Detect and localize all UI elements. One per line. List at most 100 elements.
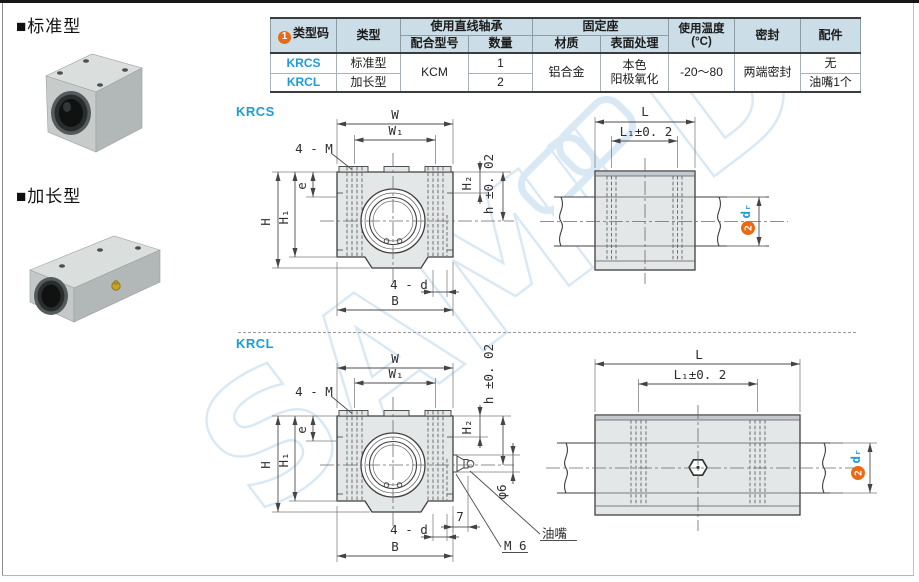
krcs-side-shaft xyxy=(554,196,769,247)
krcs-front-dimensions: W W₁ 4 - M e H₁ H H₂ h ±0. 02 4 - d B xyxy=(258,107,511,316)
krcl-grease-nipple xyxy=(452,454,475,473)
krcl-front-view: W W₁ 4 - M e H₁ H H₂ h ±0. 02 φ6 7 4 - d… xyxy=(258,344,577,562)
krcs-bolt-hole-lines xyxy=(346,167,448,256)
krcs-centerlines xyxy=(320,153,514,283)
dim-l-label: L xyxy=(641,104,649,119)
dim-4m-label: 4 - M xyxy=(295,384,333,399)
dim-b-label: B xyxy=(391,293,399,308)
hex-grease-port xyxy=(688,458,708,477)
page-right-border xyxy=(913,3,914,576)
krcs-side-view: L L₁±0. 2 2 dᵣ xyxy=(540,104,788,284)
krcs-front-view: W W₁ 4 - M e H₁ H H₂ h ±0. 02 4 - d B xyxy=(258,107,514,316)
dr-badge-number: 2 xyxy=(854,470,865,476)
dim-h2-label: H₂ xyxy=(459,419,474,434)
cell-surface-line2: 阳极氧化 xyxy=(610,71,659,86)
dim-e-label: e xyxy=(294,426,309,434)
section-separator xyxy=(238,332,856,333)
dim-h-label: H xyxy=(258,218,273,226)
krcs-side-dimensions: L L₁±0. 2 2 dᵣ xyxy=(594,104,766,247)
extended-type-heading: ■加长型 xyxy=(16,187,82,206)
dim-l1-label: L₁±0. 2 xyxy=(620,124,673,139)
header-type: 类型 xyxy=(336,17,401,54)
table-row-krcs: KRCS 标准型 KCM 1 铝合金 本色 阳极氧化 -20～80 两端密封 无 xyxy=(270,52,862,93)
krcl-side-shaft xyxy=(557,442,843,494)
cell-krcl-qty: 2 xyxy=(467,72,534,93)
cell-shared-material: 铝合金 xyxy=(532,52,602,93)
watermark-logo xyxy=(517,95,637,215)
krcl-bore xyxy=(360,432,426,498)
header-bearing-qty: 数量 xyxy=(467,34,534,54)
krcl-side-view: L L₁±0. 2 2 dᵣ xyxy=(546,347,877,531)
dim-l1-label: L₁±0. 2 xyxy=(674,367,727,382)
krcl-side-block xyxy=(594,414,801,516)
cell-krcs-code: KRCS xyxy=(270,52,337,74)
cell-krcl-type: 加长型 xyxy=(336,72,401,93)
cell-krcl-accessory: 油嘴1个 xyxy=(800,72,862,93)
krcs-side-block xyxy=(594,170,696,271)
page-top-border xyxy=(0,0,919,3)
header-surface: 表面处理 xyxy=(600,34,670,54)
header-bearing-group: 使用直线轴承 xyxy=(399,17,534,36)
standard-block-illustration xyxy=(45,53,143,153)
krcl-side-centerlines xyxy=(546,405,860,531)
krcl-front-dimensions: W W₁ 4 - M e H₁ H H₂ h ±0. 02 φ6 7 4 - d… xyxy=(258,344,577,562)
grease-nipple-label: 油嘴 xyxy=(542,527,568,541)
dim-7-label: 7 xyxy=(456,509,464,524)
krcl-front-block xyxy=(336,410,454,513)
page-bottom-border xyxy=(2,575,914,576)
dim-h1-label: H₁ xyxy=(276,452,291,467)
dim-h-label: H xyxy=(258,461,273,469)
header-temperature-line2: (°C) xyxy=(691,35,712,48)
table-row-krcl: KRCL 加长型 2 油嘴1个 xyxy=(270,72,862,93)
dim-4d-label: 4 - d xyxy=(390,277,428,292)
dim-htol-label: h ±0. 02 xyxy=(481,154,496,214)
header-material: 材质 xyxy=(532,34,602,54)
page-left-border xyxy=(2,3,3,576)
cell-shared-model: KCM xyxy=(400,52,469,93)
dim-l-label: L xyxy=(695,347,703,362)
standard-type-heading: ■标准型 xyxy=(16,17,82,36)
dim-4d-label: 4 - d xyxy=(390,522,428,537)
cell-surface-line1: 本色 xyxy=(622,58,647,73)
badge-1: 1 xyxy=(277,30,291,44)
cell-krcl-code: KRCL xyxy=(270,72,337,93)
dim-dr-label: dᵣ xyxy=(848,448,863,463)
krcs-section-label: KRCS xyxy=(236,104,275,119)
dim-dr-label: dᵣ xyxy=(738,203,753,218)
dim-4m-label: 4 - M xyxy=(295,141,333,156)
dim-h2-label: H₂ xyxy=(459,175,474,190)
extended-type-photo xyxy=(29,235,161,323)
dim-htol-label: h ±0. 02 xyxy=(481,344,496,404)
dim-h1-label: H₁ xyxy=(276,209,291,224)
krcl-side-dimensions: L L₁±0. 2 2 dᵣ xyxy=(594,347,877,494)
krcs-side-centerlines xyxy=(540,158,788,284)
dr-badge-circle xyxy=(741,221,755,235)
krcl-bolt-hole-lines xyxy=(346,411,448,500)
dim-w1-label: W₁ xyxy=(388,123,403,138)
header-temperature-line1: 使用温度 xyxy=(678,22,725,35)
krcs-front-block xyxy=(336,166,454,269)
krcl-section-label: KRCL xyxy=(236,336,275,351)
extended-block-illustration xyxy=(29,235,161,323)
header-housing-group: 固定座 xyxy=(532,17,670,36)
cell-shared-surface: 本色 阳极氧化 xyxy=(600,52,670,93)
cell-krcs-accessory: 无 xyxy=(800,52,862,74)
header-temperature: 使用温度 (°C) xyxy=(668,17,736,54)
dr-badge-number: 2 xyxy=(744,225,755,231)
dim-e-label: e xyxy=(294,182,309,190)
cell-shared-seal: 两端密封 xyxy=(734,52,802,93)
header-bearing-model: 配合型号 xyxy=(400,34,469,54)
cell-shared-temp: -20～80 xyxy=(668,52,736,93)
dr-badge-circle xyxy=(851,466,865,480)
header-accessory: 配件 xyxy=(800,17,862,54)
krcl-centerlines xyxy=(320,397,514,527)
cell-krcs-type: 标准型 xyxy=(336,52,401,74)
dim-w-label: W xyxy=(391,351,399,366)
standard-type-photo xyxy=(45,53,143,153)
dim-w1-label: W₁ xyxy=(388,366,403,381)
dim-b-label: B xyxy=(391,539,399,554)
krcs-bore xyxy=(360,188,426,254)
